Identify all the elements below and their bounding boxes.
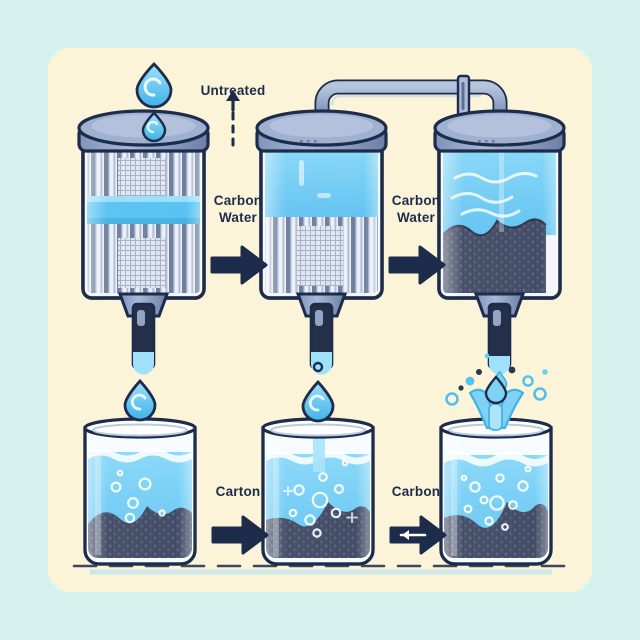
glass-3	[439, 353, 553, 566]
filter-cartridge-2	[255, 109, 388, 375]
glass-1	[83, 378, 197, 566]
arrow-top-2	[388, 245, 446, 285]
untreated-flow-arrow	[226, 90, 240, 147]
ground-baseline	[72, 564, 568, 575]
splash-droplets	[445, 353, 548, 406]
arrow-bottom-1	[211, 515, 269, 555]
inner-left-arrow-icon	[399, 530, 427, 540]
filter-cartridge-3	[433, 109, 566, 392]
filter-cartridge-1	[77, 62, 210, 375]
droplet-stack-1	[135, 62, 173, 143]
arrow-top-1	[210, 245, 268, 285]
arrow-bottom-2	[389, 515, 447, 555]
glass-2	[261, 361, 375, 566]
